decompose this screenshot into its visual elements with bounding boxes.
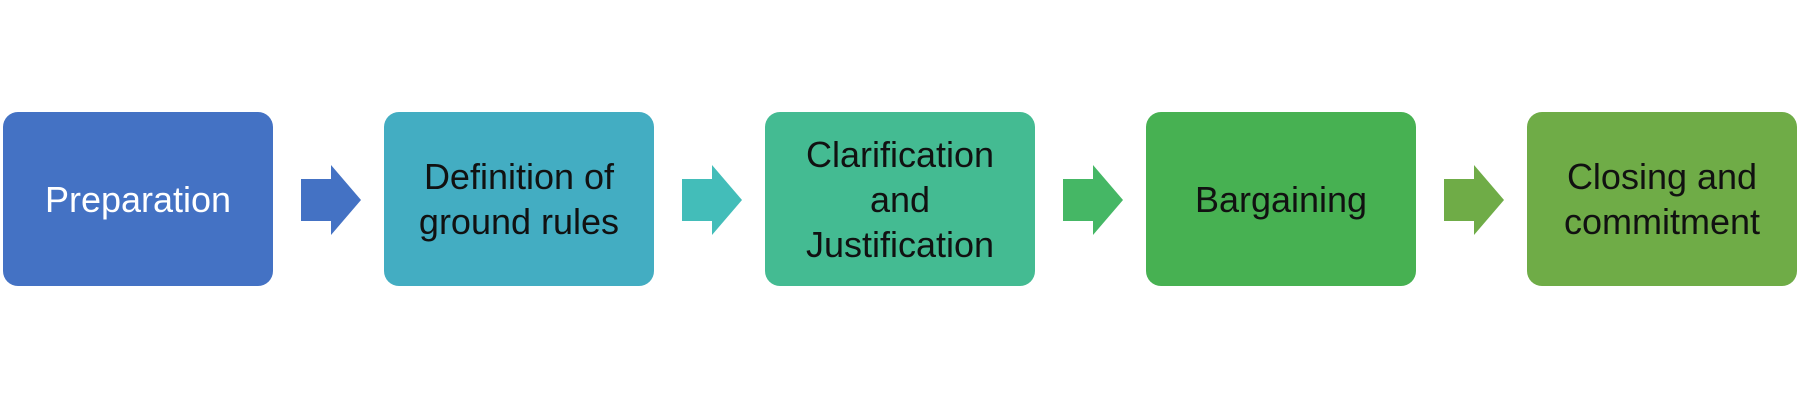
step-preparation: Preparation: [3, 112, 273, 286]
step-definition-of-ground-rules: Definition of ground rules: [384, 112, 654, 286]
right-arrow-icon: [682, 165, 742, 235]
step-label: Closing and commitment: [1563, 156, 1761, 242]
step-clarification-and-justification: Clarification and Justification: [765, 112, 1035, 286]
step-label: Bargaining: [1194, 178, 1368, 220]
step-label: Clarification and Justification: [805, 133, 995, 265]
step-closing-and-commitment: Closing and commitment: [1527, 112, 1797, 286]
step-label: Preparation: [44, 178, 232, 220]
right-arrow-icon: [1063, 165, 1123, 235]
step-bargaining: Bargaining: [1146, 112, 1416, 286]
step-label: Definition of ground rules: [418, 156, 620, 242]
right-arrow-icon: [301, 165, 361, 235]
right-arrow-icon: [1444, 165, 1504, 235]
